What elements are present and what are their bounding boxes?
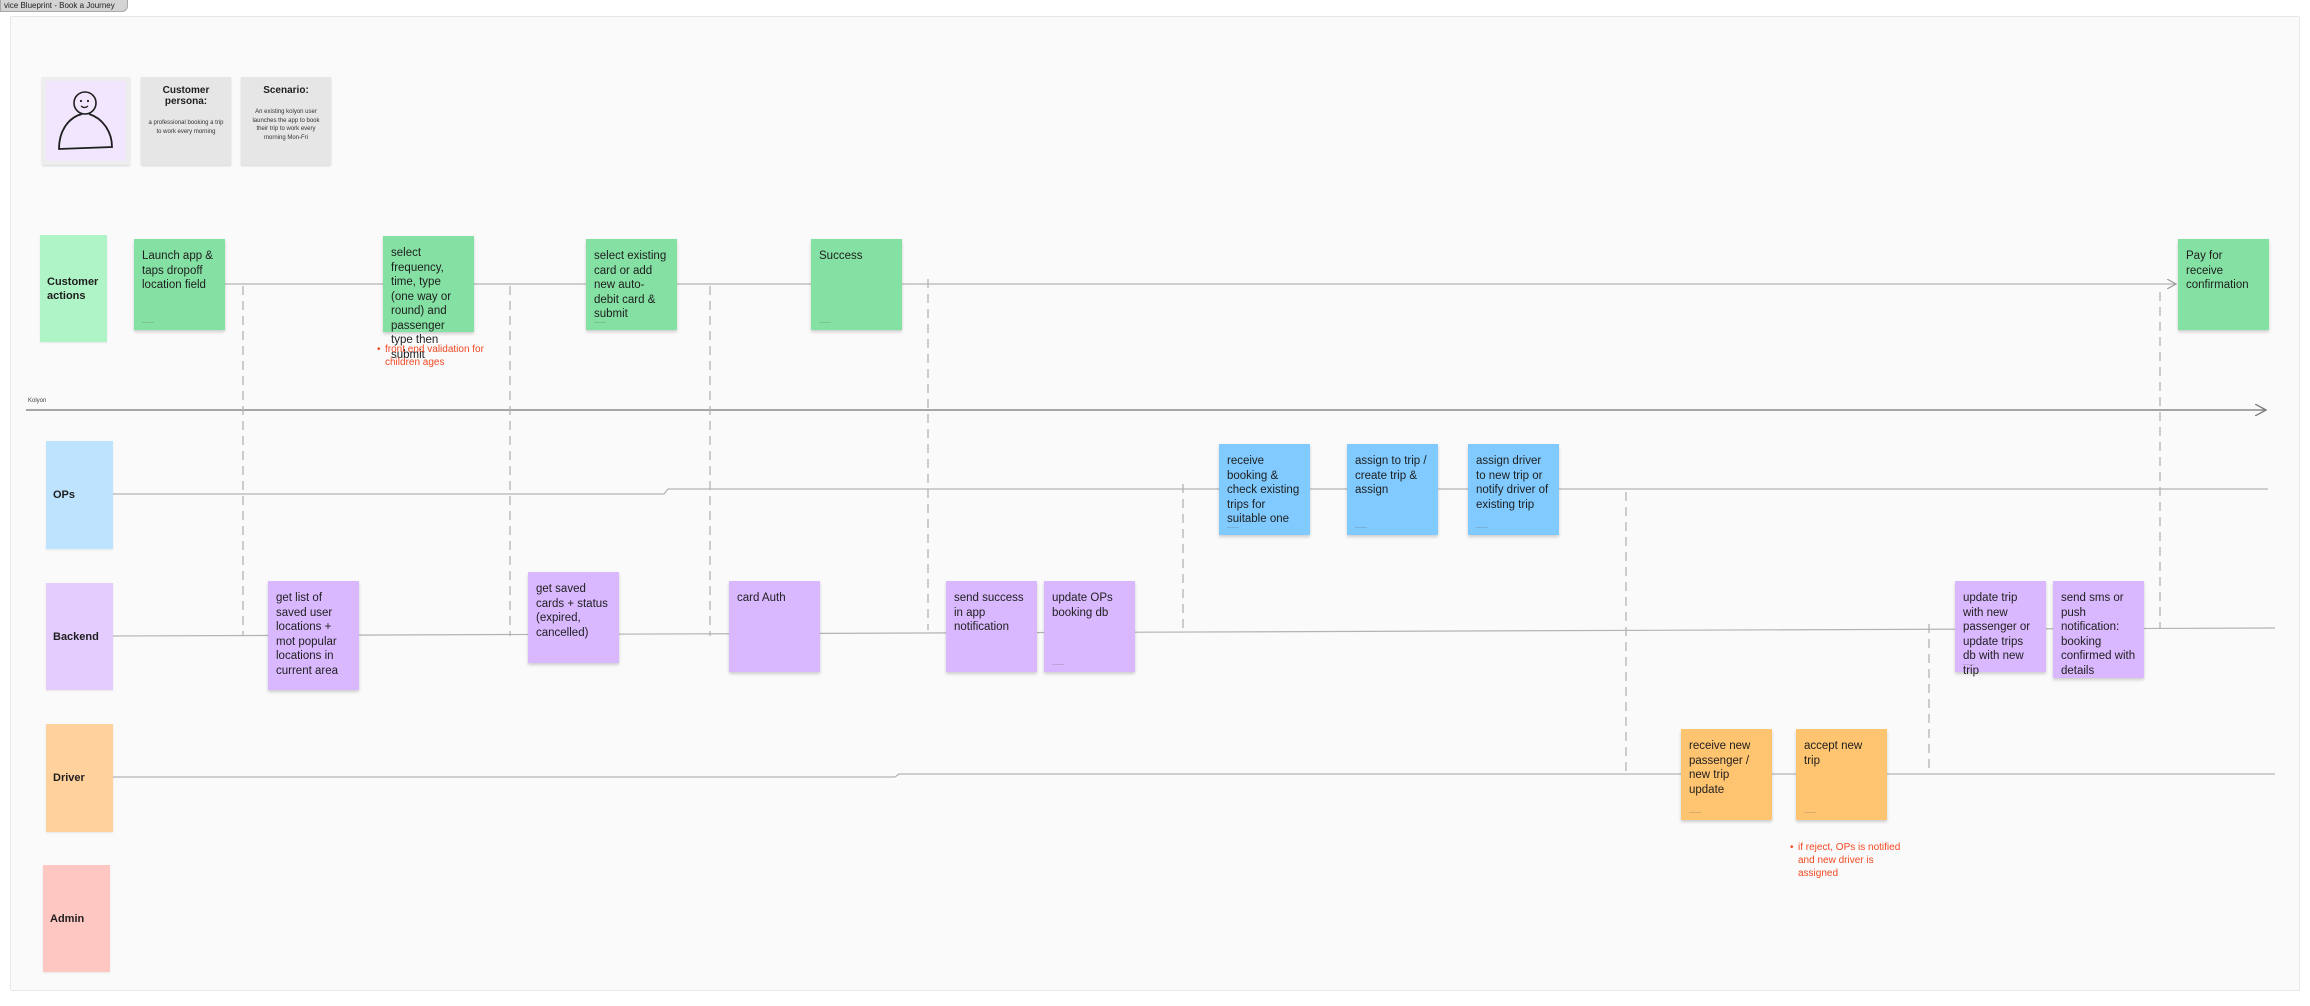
sticky-receive-new-passenger[interactable]: receive new passenger / new trip update—… [1681, 729, 1772, 820]
sticky-card-auth[interactable]: card Auth [729, 581, 820, 672]
scenario-title: Scenario: [263, 85, 309, 96]
sticky-update-ops-db[interactable]: update OPs booking db——— [1044, 581, 1135, 672]
customer-persona-body: a professional booking a trip to work ev… [148, 120, 224, 135]
customer-persona-card[interactable]: Customer persona: a professional booking… [141, 77, 231, 165]
lane-backend[interactable]: Backend [46, 583, 113, 690]
persona-avatar-card[interactable] [42, 77, 130, 165]
sticky-send-sms-push[interactable]: send sms or push notification: booking c… [2053, 581, 2144, 678]
sticky-success[interactable]: Success——— [811, 239, 902, 330]
note-front-end-validation[interactable]: front end validation for children ages [377, 343, 495, 369]
lane-customer-actions[interactable]: Customer actions [40, 235, 107, 342]
frame-title-tab[interactable]: vice Blueprint - Book a Journey [0, 0, 128, 12]
sticky-get-saved-cards[interactable]: get saved cards + status (expired, cance… [528, 572, 619, 663]
sticky-receive-booking[interactable]: receive booking & check existing trips f… [1219, 444, 1310, 535]
sticky-update-trip[interactable]: update trip with new passenger or update… [1955, 581, 2046, 677]
sticky-accept-new-trip[interactable]: accept new trip——— [1796, 729, 1887, 820]
sticky-select-frequency[interactable]: select frequency, time, type (one way or… [383, 236, 474, 361]
lane-driver[interactable]: Driver [46, 724, 113, 832]
lane-ops[interactable]: OPs [46, 441, 113, 549]
timeline-label: Kolyon [28, 398, 47, 404]
scenario-body: An existing kolyon user launches the app… [252, 109, 320, 141]
sticky-assign-driver[interactable]: assign driver to new trip or notify driv… [1468, 444, 1559, 535]
blueprint-frame [10, 16, 2300, 991]
note-if-reject[interactable]: if reject, OPs is notified and new drive… [1790, 841, 1908, 880]
sticky-get-saved-locations[interactable]: get list of saved user locations + mot p… [268, 581, 359, 690]
person-icon [58, 91, 113, 150]
customer-persona-title: Customer persona: [162, 85, 210, 107]
lane-admin[interactable]: Admin [43, 865, 110, 972]
sticky-pay-confirmation[interactable]: Pay for receive confirmation [2178, 239, 2269, 330]
lane-label: Admin [50, 912, 85, 925]
driver-lane-line [113, 773, 2275, 778]
lane-label: OPs [53, 489, 76, 501]
sticky-send-success-notification[interactable]: send success in app notification [946, 581, 1037, 672]
lane-label: Customer actions [47, 275, 99, 302]
sticky-select-card[interactable]: select existing card or add new auto-deb… [586, 239, 677, 330]
lane-label: Backend [53, 630, 99, 643]
sticky-assign-to-trip[interactable]: assign to trip / create trip & assign——— [1347, 444, 1438, 535]
lane-label: Driver [53, 772, 85, 784]
sticky-launch-app[interactable]: Launch app & taps dropoff location field… [134, 239, 225, 330]
ops-lane-line [113, 488, 2268, 495]
backend-lane-line [112, 627, 2276, 637]
scenario-card[interactable]: Scenario: An existing kolyon user launch… [241, 77, 331, 165]
